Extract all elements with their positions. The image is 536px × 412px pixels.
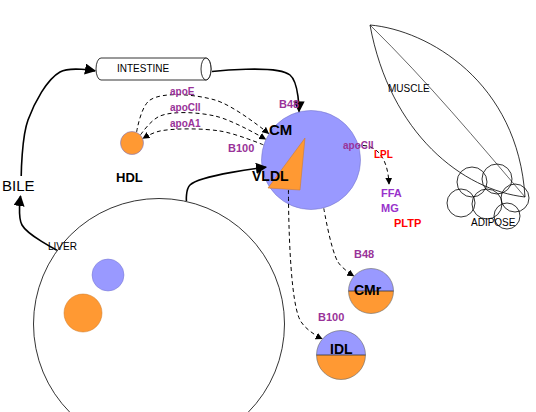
node-label: LIVER [48, 242, 77, 252]
muscle-shape: MUSCLE [368, 22, 528, 200]
apolipoprotein-tag: B48 [279, 99, 299, 110]
upper-half [317, 331, 366, 356]
annotation-label: PLTP [394, 218, 421, 229]
apolipoprotein-label: apoCII [170, 103, 201, 113]
node-label: CM [269, 122, 292, 137]
apolipoprotein-label: apoE [170, 87, 194, 97]
flow-arrow [19, 196, 56, 250]
annotation-label: LPL [374, 150, 393, 160]
liver-circle: LIVER [33, 198, 285, 412]
transfer-arrow [137, 95, 269, 134]
node-label: ADIPOSE [471, 218, 515, 228]
lipoprotein-circle [317, 331, 366, 380]
annotation-label: MG [381, 203, 399, 214]
node-label: INTESTINE [117, 64, 169, 74]
organ-label: BILE [2, 176, 38, 196]
transfer-arrow [288, 190, 322, 339]
tube-end [201, 58, 211, 80]
node-outline [368, 22, 528, 200]
lipoprotein-circle [349, 269, 394, 314]
liver-outline [34, 199, 285, 412]
hepatic-particle [64, 294, 102, 332]
flow-arrow [21, 69, 95, 176]
flow-arrow [186, 167, 266, 201]
lipoprotein-circle: B100IDL [316, 330, 366, 380]
liver-circle [34, 199, 285, 412]
node-label: IDL [330, 342, 353, 356]
fat-cell [447, 189, 475, 217]
circle-fill [121, 132, 144, 155]
lipoprotein-circle: B48CMr [348, 268, 394, 314]
node-label: BILE [2, 178, 35, 193]
node-outline [120, 131, 144, 155]
flow-arrow [212, 69, 299, 111]
transfer-arrow [143, 129, 263, 145]
node-label: VLDL [252, 169, 289, 183]
node-label: MUSCLE [388, 84, 430, 94]
intestine-tube [96, 58, 211, 80]
node-label: HDL [116, 171, 143, 184]
annotation-label: FFA [381, 188, 402, 199]
lipoprotein-wedge: B100VLDL [266, 135, 306, 190]
apolipoprotein-label: apoA1 [170, 119, 201, 129]
apolipoprotein-tag: B100 [228, 143, 254, 154]
adipose-cells [447, 164, 529, 229]
circle-outline [317, 331, 366, 380]
intestine-tube: INTESTINE [95, 57, 212, 81]
leaf-midline [370, 25, 525, 197]
leaf-outline [370, 25, 525, 197]
fat-cell [472, 189, 502, 219]
hepatic-particle [92, 259, 124, 291]
circle-fill [262, 111, 361, 210]
lipoprotein-circle: B48CM [261, 110, 361, 210]
annotation-label: apoCII [343, 141, 374, 151]
circle-outline [349, 269, 394, 314]
tube-body [96, 58, 211, 80]
lipoprotein-circle: HDL [120, 131, 144, 155]
lipoprotein-circle [121, 132, 144, 155]
node-label: CMr [354, 283, 381, 297]
fat-cell [482, 164, 512, 194]
adipose-cells: ADIPOSE [445, 166, 533, 236]
lipoprotein-circle [262, 111, 361, 210]
fat-cell [501, 184, 529, 212]
apolipoprotein-tag: B100 [318, 312, 344, 323]
lower-half [317, 355, 366, 380]
apolipoprotein-tag: B48 [354, 249, 374, 260]
node-outline [33, 198, 285, 412]
transfer-arrow [324, 208, 354, 275]
muscle-shape [370, 25, 525, 197]
transfer-arrow [141, 113, 266, 140]
